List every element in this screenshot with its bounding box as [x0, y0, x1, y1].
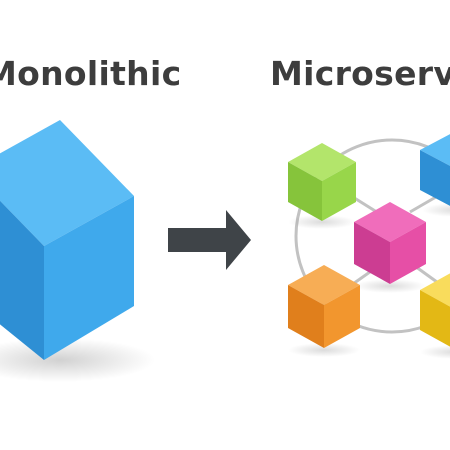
- arrow-icon: [168, 210, 251, 270]
- service-cube-blue: [420, 134, 450, 217]
- monolith-top-face: [0, 120, 134, 246]
- microservices-label: Microservices: [270, 54, 450, 93]
- monolith-cube: [0, 120, 155, 382]
- service-cube-orange: [288, 265, 360, 357]
- service-cube-yellow: [420, 273, 450, 359]
- monolithic-label: Monolithic: [0, 54, 182, 93]
- service-cube-green: [288, 143, 356, 229]
- service-ring: [294, 138, 450, 334]
- service-cube-pink: [354, 202, 426, 293]
- monolith-shadow: [0, 338, 155, 382]
- monolith-right-face: [44, 196, 134, 360]
- monolith-left-face: [0, 200, 44, 360]
